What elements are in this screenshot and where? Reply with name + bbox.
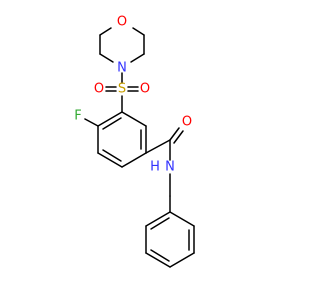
- bond: [99, 27, 112, 36]
- bond: [132, 27, 145, 36]
- bond: [150, 217, 170, 230]
- bond: [84, 118, 99, 127]
- bond: [102, 117, 122, 130]
- bond: [173, 130, 184, 144]
- bond: [97, 111, 123, 127]
- amide-nitrogen-label: N: [165, 160, 175, 175]
- bond: [130, 53, 145, 63]
- bond: [121, 111, 147, 127]
- sulfonyl-oxygen-left-label: O: [94, 82, 104, 97]
- bond: [145, 211, 171, 227]
- bond: [121, 152, 147, 168]
- sulfonyl-oxygen-right-label: O: [140, 82, 150, 97]
- carbonyl-oxygen-label: O: [182, 115, 192, 130]
- morpholine-oxygen-label: O: [117, 15, 127, 30]
- sulfur-label: S: [118, 82, 126, 97]
- bond: [99, 53, 114, 63]
- bond: [145, 252, 171, 268]
- phenyl-ring: [145, 211, 195, 268]
- bond: [97, 152, 123, 168]
- bond: [169, 127, 180, 141]
- bond: [150, 249, 170, 262]
- morpholine-nitrogen-label: N: [117, 61, 127, 76]
- structure-diagram: O N S O O F O N H: [74, 15, 195, 268]
- bond: [102, 149, 122, 162]
- morpholine-ring: [99, 27, 145, 63]
- molecule-canvas: O N S O O F O N H: [74, 15, 195, 268]
- bond: [169, 252, 195, 268]
- amide-hydrogen-label: H: [150, 160, 160, 175]
- bond: [169, 211, 195, 227]
- bond: [145, 139, 171, 154]
- amide-group: [145, 127, 184, 213]
- atom-labels: O N S O O F O N H: [74, 15, 192, 175]
- fluorine-label: F: [74, 109, 81, 124]
- benzamide-ring: [97, 111, 147, 168]
- sulfonyl-group: [105, 86, 139, 92]
